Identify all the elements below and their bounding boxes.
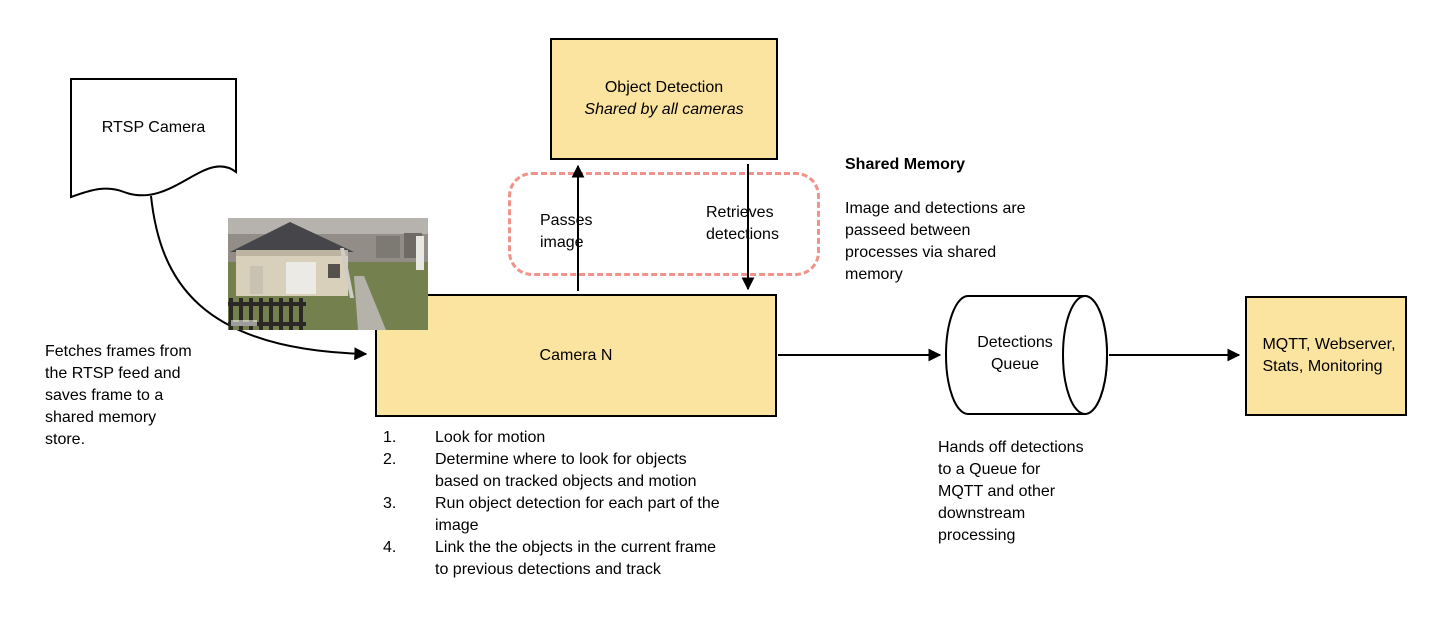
camera-step-text: Look for motion — [435, 429, 546, 446]
detections-queue-cylinder — [945, 295, 1108, 415]
camera-step-text: Link the the objects in the current fram… — [435, 539, 717, 578]
camera-step: 3. Run object detection for each part of… — [383, 493, 775, 537]
camera-step-text: Determine where to look for objects base… — [435, 451, 697, 490]
queue-handoff-note: Hands off detections to a Queue for MQTT… — [938, 439, 1084, 544]
passes-image-label: Passes image — [540, 212, 593, 251]
camera-step-number: 4. — [383, 539, 397, 556]
shared-memory-note-title: Shared Memory — [845, 156, 966, 173]
shared-memory-note: Shared Memory Image and detections are p… — [845, 132, 1070, 308]
camera-step-text: Run object detection for each part of th… — [435, 495, 720, 534]
outputs-box: MQTT, Webserver, Stats, Monitoring — [1245, 296, 1407, 416]
fetch-frames-note: Fetches frames from the RTSP feed and sa… — [45, 343, 192, 448]
camera-step: 2. Determine where to look for objects b… — [383, 449, 775, 493]
camera-snapshot-image — [228, 218, 428, 330]
camera-step-number: 1. — [383, 429, 397, 446]
object-detection-subtitle: Shared by all cameras — [584, 101, 744, 118]
object-detection-box: Object Detection Shared by all cameras — [550, 38, 778, 160]
camera-steps-list: 1. Look for motion 2. Determine where to… — [383, 427, 775, 581]
shared-memory-dashed-region — [508, 172, 820, 276]
camera-n-label: Camera N — [539, 346, 613, 364]
retrieves-detections-label: Retrieves detections — [706, 204, 779, 243]
detections-queue-label: Detections Queue — [977, 334, 1053, 373]
camera-step: 4. Link the the objects in the current f… — [383, 537, 775, 581]
rtsp-camera-shape — [70, 78, 237, 199]
camera-step: 1. Look for motion — [383, 427, 775, 449]
rtsp-camera-label: RTSP Camera — [101, 119, 206, 136]
camera-step-number: 2. — [383, 451, 397, 468]
object-detection-title: Object Detection — [604, 79, 724, 96]
arrow-rtsp-to-camera — [150, 195, 368, 361]
camera-snapshot-art — [228, 218, 428, 330]
outputs-label: MQTT, Webserver, Stats, Monitoring — [1262, 336, 1396, 375]
shared-memory-note-body: Image and detections are passeed between… — [845, 200, 1026, 283]
camera-step-number: 3. — [383, 495, 397, 512]
camera-n-box: Camera N — [375, 294, 777, 417]
